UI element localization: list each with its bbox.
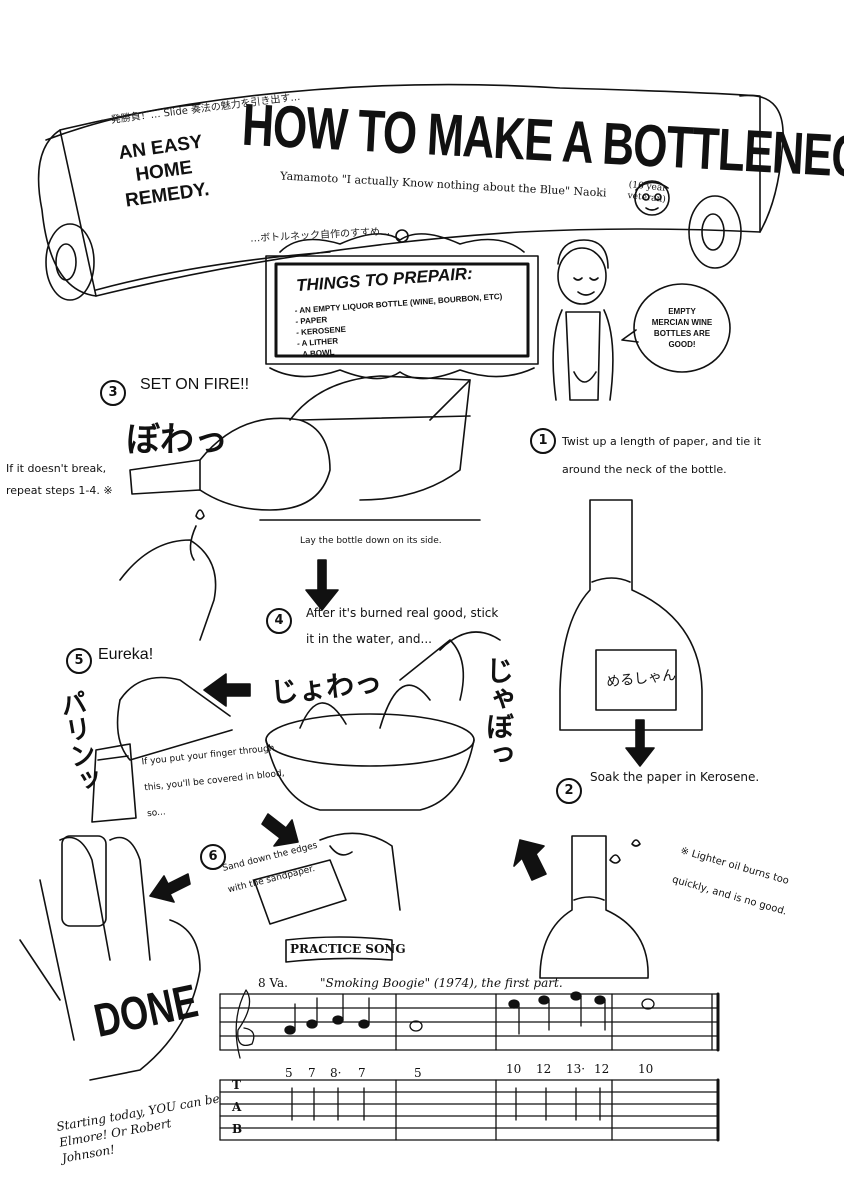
arrow-left-icon xyxy=(203,673,251,707)
bubble-line-1: EMPTY xyxy=(668,307,696,316)
note-lay: Lay the bottle down on its side. xyxy=(300,536,442,546)
practice-label-box xyxy=(285,936,393,963)
step-5-number: 5 xyxy=(66,648,92,674)
ottava-mark: 8 Va. xyxy=(258,976,288,990)
tab-letter-a: A xyxy=(232,1100,242,1114)
step-1-line-1: Twist up a length of paper, and tie it xyxy=(562,435,762,448)
bubble-line-4: GOOD! xyxy=(668,340,696,349)
step-1-number: 1 xyxy=(530,428,556,454)
step-1-line-2: around the neck of the bottle. xyxy=(562,463,727,476)
speech-bubble-text: EMPTY MERCIAN WINE BOTTLES ARE GOOD! xyxy=(642,306,722,350)
step-6-number: 6 xyxy=(200,844,226,870)
tab-letter-t: T xyxy=(232,1078,241,1092)
tab-number: 12 xyxy=(594,1062,610,1076)
note-repeat-line-2: repeat steps 1-4. ※ xyxy=(6,484,113,497)
step-4-line-1: After it's burned real good, stick xyxy=(306,606,499,620)
sfx-bowa: ぼわっ xyxy=(126,420,228,460)
speech-bubble-drawing xyxy=(633,283,731,373)
tab-number: 8· xyxy=(330,1066,342,1080)
step6-sanding-drawing xyxy=(253,832,401,925)
byline-note: (16 year veteran) xyxy=(627,180,667,206)
tab-letter-b: B xyxy=(232,1122,243,1136)
step4-bowl-drawing xyxy=(265,631,501,811)
song-title: "Smoking Boogie" (1974), the first part. xyxy=(320,976,563,990)
note-repeat-line-1: If it doesn't break, xyxy=(6,462,107,475)
woman-figure-drawing xyxy=(552,239,614,401)
sfx-jabo: じゃぼっ xyxy=(482,656,515,768)
music-staff xyxy=(219,989,720,1059)
tab-number: 13· xyxy=(566,1062,586,1076)
practice-song-label: PRACTICE SONG xyxy=(290,942,406,956)
ornate-frame-drawing xyxy=(265,229,539,380)
step-2-number: 2 xyxy=(556,778,582,804)
author-caricature-drawing xyxy=(634,180,670,216)
note-blood: If you put your finger through this, you… xyxy=(140,735,288,827)
speech-bubble-tail xyxy=(621,329,639,343)
scroll-banner-drawing xyxy=(37,83,784,301)
step-2-text: Soak the paper in Kerosene. xyxy=(590,770,760,784)
tab-staff xyxy=(219,1078,720,1142)
tab-number: 7 xyxy=(358,1066,366,1080)
arrow-down-icon xyxy=(305,559,339,611)
tab-number: 5 xyxy=(414,1066,422,1080)
step-4-line-2: it in the water, and... xyxy=(306,632,432,646)
step1-bottle-drawing xyxy=(559,499,703,731)
step-3-number: 3 xyxy=(100,380,126,406)
step-4-number: 4 xyxy=(266,608,292,634)
bubble-line-3: BOTTLES ARE xyxy=(653,329,711,338)
hand-with-slide-drawing xyxy=(19,835,201,1081)
note-repeat: If it doesn't break, repeat steps 1-4. ※ xyxy=(6,458,113,502)
arrow-down-right-icon xyxy=(261,813,299,847)
drop-decoration xyxy=(609,854,621,864)
tab-number: 10 xyxy=(638,1062,654,1076)
tab-number: 10 xyxy=(506,1062,522,1076)
step-3-label: SET ON FIRE!! xyxy=(140,376,250,393)
step-1-text: Twist up a length of paper, and tie it a… xyxy=(562,428,761,484)
arrow-down-icon-2 xyxy=(625,719,655,767)
tab-number: 5 xyxy=(285,1066,293,1080)
tab-number: 7 xyxy=(308,1066,316,1080)
step2-bottle-drawing xyxy=(539,835,649,979)
step5-broken-drawing xyxy=(91,676,233,823)
step3-bottle-drawing xyxy=(119,375,481,641)
arrow-down-left-icon xyxy=(149,873,191,903)
step-4-text: After it's burned real good, stick it in… xyxy=(306,600,498,652)
bubble-line-2: MERCIAN WINE xyxy=(651,318,713,327)
step-5-label: Eureka! xyxy=(98,646,154,663)
arrow-up-left-icon xyxy=(513,839,547,881)
tab-number: 12 xyxy=(536,1062,552,1076)
